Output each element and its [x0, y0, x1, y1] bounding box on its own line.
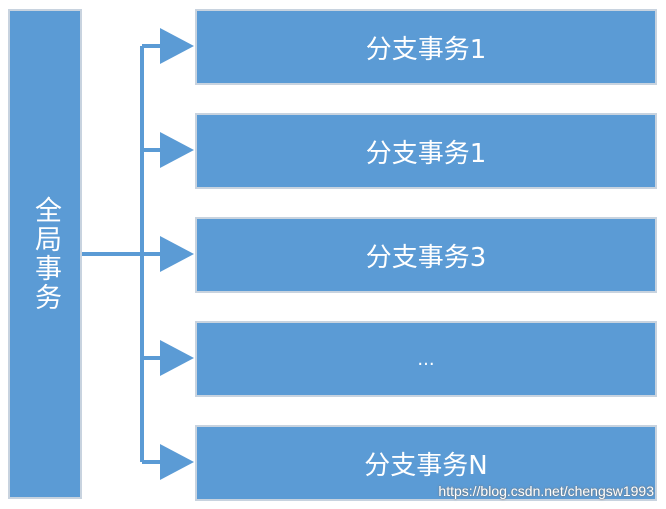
- branch-arrow-5: [142, 444, 194, 480]
- branch-arrow-1: [142, 28, 194, 64]
- branch-transaction-box-3: 分支事务3: [195, 217, 657, 293]
- branch-transaction-box-5: 分支事务N: [195, 425, 657, 501]
- branch-transaction-label: 分支事务1: [365, 34, 487, 65]
- global-transaction-box: 全局事务: [8, 9, 82, 499]
- global-transaction-label: 全局事务: [30, 196, 61, 312]
- watermark-text: https://blog.csdn.net/chengsw1993: [438, 483, 654, 499]
- branch-arrow-2: [142, 132, 194, 168]
- branch-transaction-box-2: 分支事务1: [195, 113, 657, 189]
- branch-transaction-box-1: 分支事务1: [195, 9, 657, 85]
- branch-transaction-label: ...: [417, 348, 435, 370]
- branch-arrow-3: [142, 236, 194, 272]
- branch-transaction-label: 分支事务1: [365, 138, 487, 169]
- branch-arrow-4: [142, 340, 194, 376]
- branch-transaction-box-4: ...: [195, 321, 657, 397]
- branch-transaction-label: 分支事务3: [365, 242, 487, 273]
- branch-transaction-label: 分支事务N: [364, 450, 488, 481]
